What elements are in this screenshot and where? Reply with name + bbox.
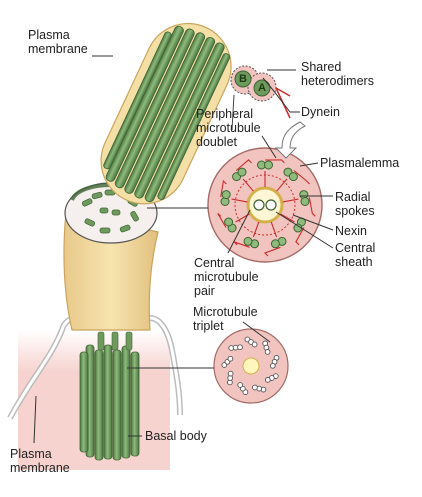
triplet-tubule bbox=[237, 344, 243, 351]
label-basal-body: Basal body bbox=[145, 429, 207, 443]
label-plasma-membrane-top: Plasma membrane bbox=[28, 28, 88, 56]
label-plasmalemma: Plasmalemma bbox=[320, 156, 400, 170]
peripheral-doublet-tubule bbox=[270, 239, 280, 249]
label-microtubule-triplet: Microtubule triplet bbox=[193, 305, 258, 333]
basal-body-cross-section bbox=[213, 328, 289, 404]
subunit-a-glyph: A bbox=[258, 82, 266, 94]
dynein-arm bbox=[235, 159, 252, 171]
triplet-tubule bbox=[252, 384, 258, 391]
dynein-arm bbox=[293, 170, 310, 185]
radial-spoke bbox=[242, 178, 254, 192]
axoneme-cross-section bbox=[207, 147, 323, 263]
radial-spoke bbox=[270, 221, 278, 238]
leader-lines bbox=[33, 55, 334, 444]
peripheral-doublet-tubule bbox=[243, 236, 253, 246]
triplet-tubule bbox=[227, 355, 234, 362]
radial-spoke bbox=[280, 213, 295, 223]
peripheral-doublet-tubule bbox=[221, 190, 231, 200]
label-radial-spokes: Radial spokes bbox=[335, 190, 375, 218]
radial-spoke bbox=[282, 198, 299, 203]
label-dynein: Dynein bbox=[301, 105, 340, 119]
subunit-b-glyph: B bbox=[239, 73, 247, 85]
label-peripheral-microtubule-doublet: Peripheral microtubule doublet bbox=[196, 107, 261, 149]
label-central-microtubule-pair: Central microtubule pair bbox=[194, 256, 259, 298]
peripheral-doublet-tubule bbox=[237, 167, 247, 177]
peripheral-doublet-tubule bbox=[300, 197, 310, 206]
dynein-arm bbox=[308, 197, 316, 217]
upper-flagellum bbox=[100, 22, 232, 205]
basal-body-rods bbox=[79, 331, 140, 461]
flagellum-shaft bbox=[63, 211, 159, 331]
label-nexin: Nexin bbox=[335, 224, 367, 238]
triplet-tubule bbox=[227, 370, 234, 377]
subunit-b-circle bbox=[234, 70, 252, 88]
dynein-arm bbox=[264, 159, 285, 164]
subunit-a-circle bbox=[253, 79, 271, 97]
peripheral-doublet-tubule bbox=[264, 160, 273, 170]
triplet-tubule bbox=[269, 362, 276, 369]
heterodimer-detail bbox=[230, 65, 306, 159]
triplet-tubule bbox=[237, 382, 244, 388]
dynein-arm bbox=[295, 227, 305, 246]
radial-spoke bbox=[231, 198, 248, 203]
triplet-tubule bbox=[251, 341, 258, 348]
peripheral-doublet-tubule bbox=[288, 172, 298, 182]
central-sheath-ring bbox=[246, 186, 284, 224]
triplet-tubule bbox=[264, 349, 271, 355]
triplet-tubule bbox=[264, 377, 271, 383]
label-plasma-membrane-bottom: Plasma membrane bbox=[10, 447, 70, 475]
radial-spoke bbox=[276, 178, 288, 192]
peripheral-doublet-tubule bbox=[224, 217, 234, 227]
label-central-sheath: Central sheath bbox=[335, 241, 376, 269]
radial-spoke bbox=[252, 221, 260, 238]
dynein-arm bbox=[264, 246, 281, 257]
dynein-arm bbox=[217, 212, 227, 228]
label-shared-heterodimers: Shared heterodimers bbox=[301, 60, 374, 88]
dynein-arm bbox=[220, 179, 227, 198]
